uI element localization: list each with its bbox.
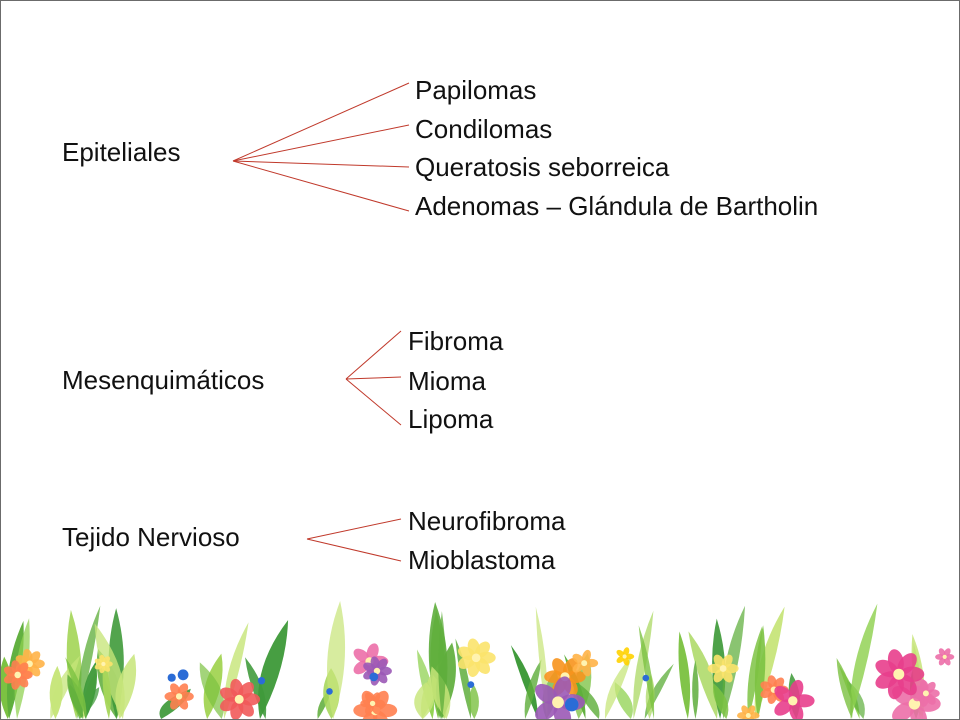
flower-shape (458, 638, 496, 677)
leaf-shape (692, 660, 699, 719)
flower-shape (94, 654, 113, 674)
item-fibroma: Fibroma (408, 326, 504, 356)
item-lipoma: Lipoma (408, 404, 494, 434)
flower-shapes (3, 638, 955, 719)
flower-shape (935, 648, 955, 666)
category-mesenquimaticos: Mesenquimáticos (62, 365, 265, 395)
leaf-shape (245, 657, 267, 719)
leaf-shape (712, 682, 729, 719)
leaf-shape (754, 625, 766, 719)
item-papilomas: Papilomas (415, 75, 537, 105)
leaf-shape (850, 603, 878, 719)
leaf-shape (688, 631, 718, 719)
blue-dot (369, 672, 379, 682)
category-tejido-nervioso: Tejido Nervioso (62, 522, 240, 552)
leaf-shape (678, 631, 691, 719)
flower-shape (164, 683, 194, 710)
leaf-shape (638, 625, 655, 719)
connector-epiteliales-queratosis (232, 160, 410, 168)
flower-shape (913, 679, 940, 707)
connector-mesenquimaticos-lipoma (345, 378, 402, 426)
leaf-shape (326, 601, 346, 719)
leaf-shape (77, 605, 101, 719)
item-queratosis-seborreica: Queratosis seborreica (415, 152, 670, 182)
connector-mesenquimaticos-mioma (345, 376, 402, 380)
category-epiteliales: Epiteliales (62, 137, 181, 167)
leaf-shape (747, 626, 762, 719)
leaf-shape (455, 638, 472, 719)
leaf-shape (258, 620, 289, 719)
leaf-shape (102, 659, 111, 719)
leaf-shape (414, 682, 434, 719)
leaf-shape (604, 655, 632, 719)
blue-dot (257, 677, 266, 685)
leaf-shape (469, 684, 479, 719)
leaf-shape (67, 674, 85, 719)
flower-shape (360, 692, 385, 715)
connector-epiteliales-adenomas (232, 160, 410, 212)
leaf-shape (836, 657, 853, 719)
blue-dot (326, 688, 333, 695)
leaf-shapes (1, 601, 925, 719)
flower-shape (363, 656, 392, 686)
blue-dot (642, 674, 650, 682)
leaf-shape (524, 659, 542, 719)
flower-shape (219, 678, 261, 719)
connector-nervioso-neurofibroma (306, 518, 402, 540)
connector-epiteliales-condilomas (232, 124, 410, 162)
connector-mesenquimaticos-fibroma (345, 330, 402, 380)
flower-shape (707, 654, 739, 683)
blue-dot (467, 681, 475, 688)
leaf-shape (614, 682, 633, 719)
item-mioblastoma: Mioblastoma (408, 545, 556, 575)
connector-epiteliales-papilomas (232, 82, 410, 162)
item-adenomas: Adenomas – Glándula de Bartholin (415, 191, 819, 221)
flower-shape (616, 647, 635, 666)
item-mioma: Mioma (408, 366, 487, 396)
item-neurofibroma: Neurofibroma (408, 506, 566, 536)
leaf-shape (438, 611, 446, 719)
blue-dot (167, 673, 176, 682)
leaf-shape (722, 605, 746, 719)
flower-border-decoration (1, 601, 955, 719)
leaf-shape (82, 661, 98, 719)
flower-shape (737, 705, 760, 719)
flower-shape (3, 660, 33, 690)
leaf-shape (65, 657, 87, 719)
item-condilomas: Condilomas (415, 114, 553, 144)
connector-nervioso-mioblastoma (306, 538, 402, 562)
flower-shape (774, 679, 815, 719)
flower-shape (572, 649, 599, 677)
leaf-shape (633, 610, 654, 719)
leaf-shape (199, 662, 225, 719)
leaf-shape (115, 653, 137, 719)
blue-dot (564, 697, 579, 712)
leaf-shape (49, 665, 63, 719)
flower-shape (875, 649, 925, 700)
blue-dot (177, 669, 189, 681)
